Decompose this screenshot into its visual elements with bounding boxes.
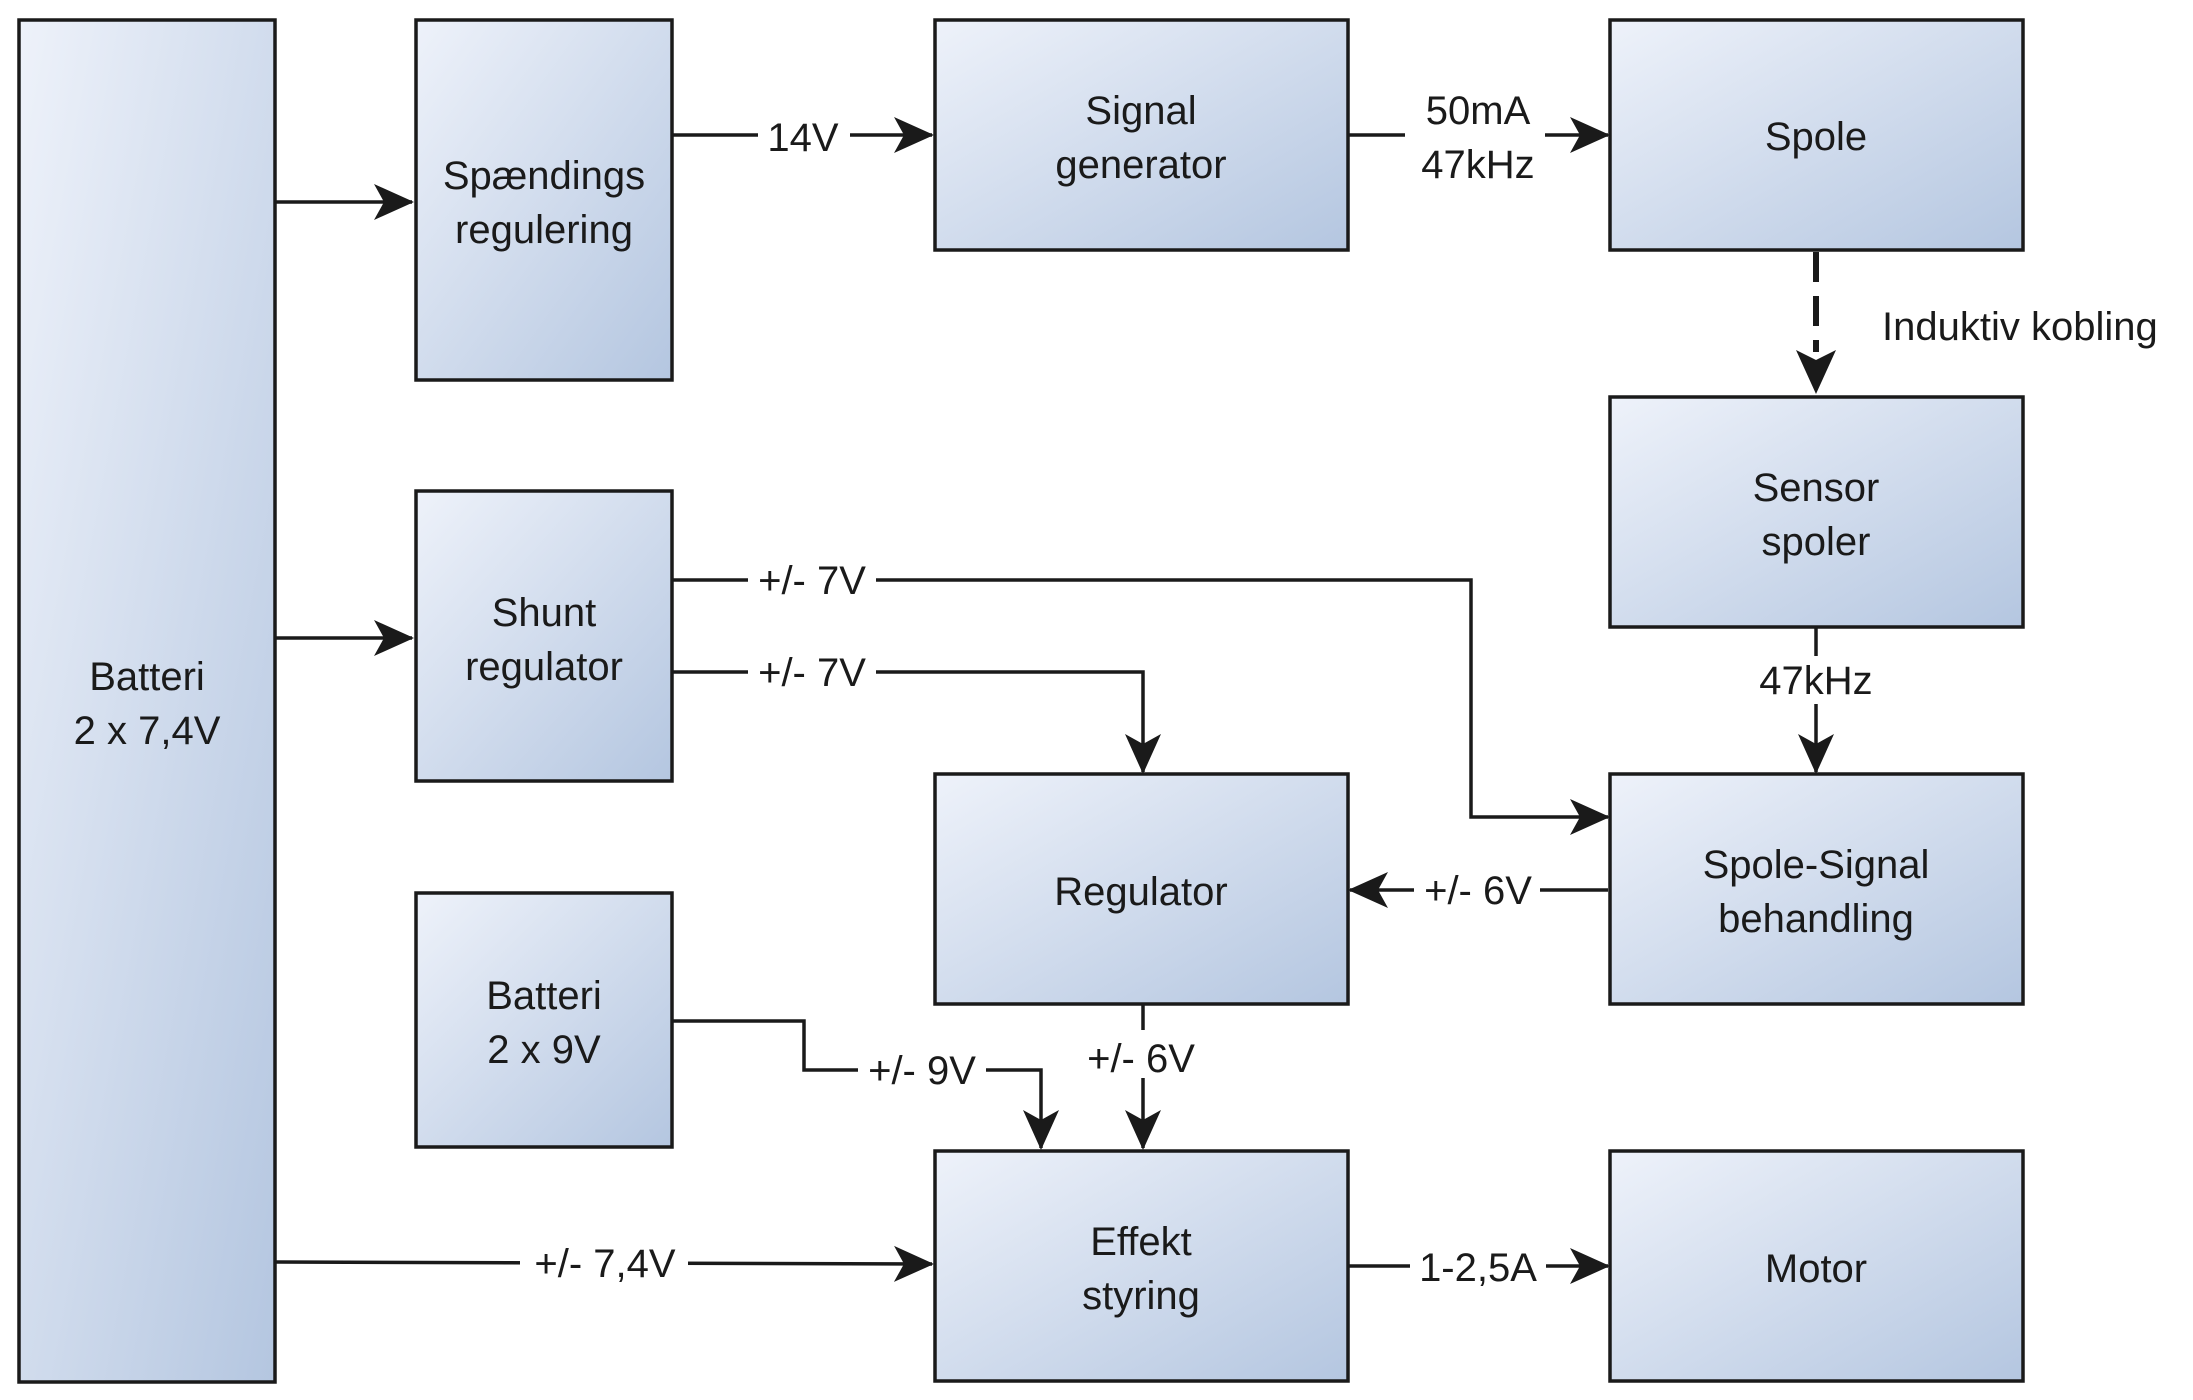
block-label: Regulator (1054, 870, 1227, 914)
edge-label-47khz-top: 47kHz (1421, 143, 1534, 187)
block-label: Shunt (492, 591, 597, 635)
edge-label-47khz-sensor: 47kHz (1759, 659, 1872, 703)
block-label: 2 x 9V (487, 1028, 601, 1072)
edge-label-pm9: +/- 9V (868, 1049, 976, 1093)
block-label: Batteri (486, 974, 602, 1018)
edge-label-pm74: +/- 7,4V (534, 1242, 676, 1286)
block-label: regulator (465, 645, 623, 689)
block-label: Batteri (89, 655, 205, 699)
block-signal-generator: Signal generator (933, 18, 1350, 252)
wire-batteri9v-to-effekt (672, 1019, 1059, 1150)
block-spaendings-regulering: Spændings regulering (414, 18, 674, 382)
block-label: spoler (1762, 520, 1871, 564)
edge-labels: 14V 50mA 47kHz Induktiv kobling 47kHz +/… (520, 84, 2158, 1292)
wire-shunt-to-regulator (672, 670, 1161, 774)
block-sensor-spoler: Sensor spoler (1608, 395, 2025, 629)
block-regulator: Regulator (933, 772, 1350, 1006)
block-label: Spole (1765, 115, 1867, 159)
block-effekt-styring: Effekt styring (933, 1149, 1350, 1383)
block-spole-signal-behandling: Spole-Signal behandling (1608, 772, 2025, 1006)
block-label: Signal (1085, 89, 1196, 133)
edge-label-pm6-effekt: +/- 6V (1087, 1037, 1195, 1081)
block-shunt-regulator: Shunt regulator (414, 489, 674, 783)
block-label: Sensor (1753, 466, 1880, 510)
arrowhead-inductive (1796, 350, 1836, 394)
block-spole: Spole (1608, 18, 2025, 252)
block-label: Spændings (443, 154, 645, 198)
edge-label-50ma: 50mA (1426, 89, 1531, 133)
block-label: Spole-Signal (1703, 843, 1930, 887)
block-batteri-9v: Batteri 2 x 9V (414, 891, 674, 1149)
block-batteri-main: Batteri 2 x 7,4V (17, 18, 277, 1384)
edge-label-14v: 14V (767, 116, 838, 160)
block-label: regulering (455, 208, 633, 252)
blocks: Batteri 2 x 7,4V Spændings regulering Si… (17, 18, 2025, 1384)
block-label: behandling (1718, 897, 1914, 941)
block-label: Effekt (1090, 1220, 1192, 1264)
block-label: generator (1055, 143, 1226, 187)
block-label: Motor (1765, 1247, 1867, 1291)
block-label: styring (1082, 1274, 1200, 1318)
edge-label-ampere: 1-2,5A (1419, 1246, 1537, 1290)
edge-label-pm7-lower: +/- 7V (758, 651, 866, 695)
wire-shunt-to-spolesignal (672, 578, 1610, 835)
block-motor: Motor (1608, 1149, 2025, 1383)
block-label: 2 x 7,4V (74, 709, 221, 753)
edge-label-pm6-regulator: +/- 6V (1424, 869, 1532, 913)
edge-label-pm7-upper: +/- 7V (758, 559, 866, 603)
edge-label-induktiv-kobling: Induktiv kobling (1882, 305, 2158, 349)
